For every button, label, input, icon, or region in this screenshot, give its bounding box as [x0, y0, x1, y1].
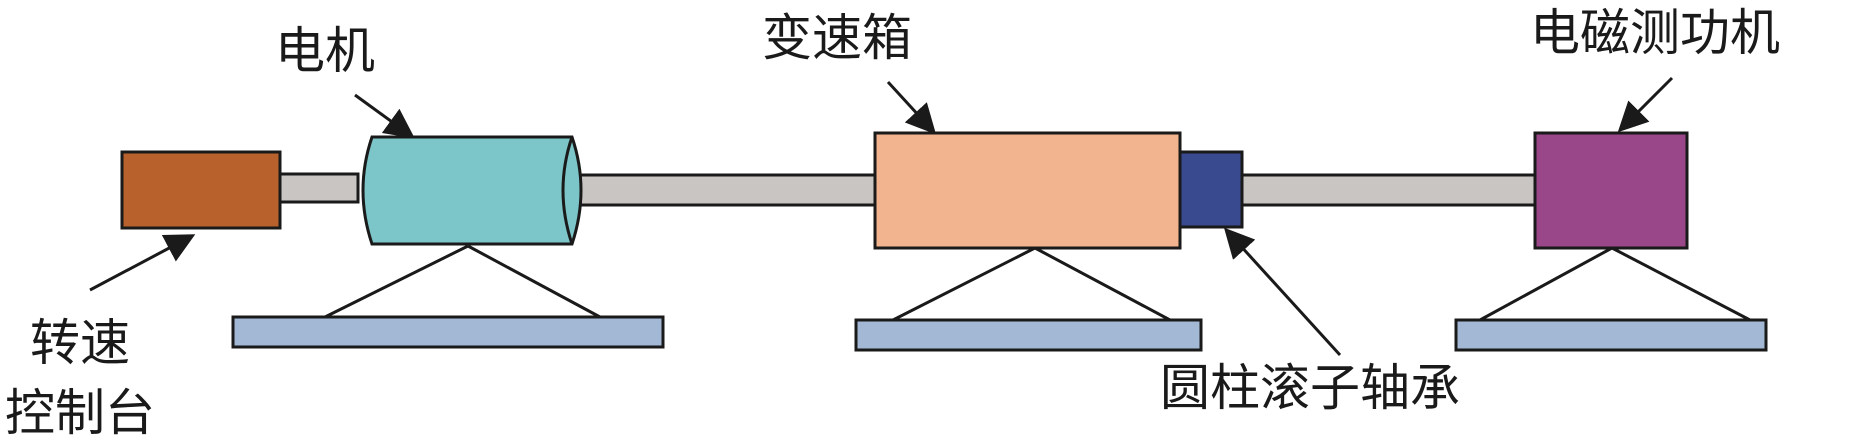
gearbox-support-left: [892, 246, 1036, 322]
label-bearing: 圆柱滚子轴承: [1160, 359, 1460, 417]
motor-end-face: [561, 136, 574, 245]
arrow-motor: [354, 93, 415, 139]
label-speed-console-line1: 转速: [30, 314, 130, 372]
dynamometer-support-right: [1611, 246, 1751, 322]
arrow-speed-console: [89, 234, 196, 292]
shaft-console-motor: [276, 172, 360, 204]
label-speed-console-line2: 控制台: [5, 384, 155, 442]
dynamometer-base-plate: [1454, 318, 1768, 352]
bearing-box: [1178, 150, 1244, 229]
motor-base-plate: [231, 315, 665, 349]
label-dynamometer: 电磁测功机: [1530, 4, 1780, 62]
label-motor: 电机: [275, 22, 375, 80]
arrow-gearbox: [886, 80, 937, 135]
speed-console-box: [120, 150, 282, 230]
gearbox-support-right: [1034, 246, 1171, 322]
shaft-bearing-dynamometer: [1238, 173, 1540, 207]
motor-body: [361, 135, 583, 246]
label-gearbox: 变速箱: [762, 9, 912, 67]
motor-support-left: [324, 244, 469, 319]
gearbox-base-plate: [854, 318, 1203, 352]
arrow-bearing: [1223, 227, 1342, 357]
dynamometer-box: [1533, 131, 1689, 250]
shaft-motor-gearbox: [578, 173, 880, 207]
dynamometer-support-left: [1479, 246, 1613, 322]
gearbox-box: [873, 131, 1182, 250]
motor-support-right: [467, 244, 601, 319]
arrow-dynamometer: [1617, 76, 1674, 133]
